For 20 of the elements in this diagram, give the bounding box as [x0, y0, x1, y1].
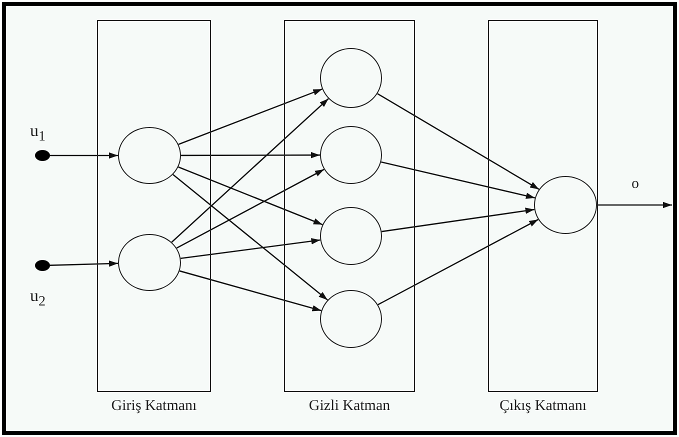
- arrow: [380, 161, 536, 199]
- layer-label: Giriş Katmanı: [111, 399, 197, 414]
- arrow: [378, 218, 539, 306]
- arrow: [597, 202, 672, 208]
- arrow: [176, 168, 324, 249]
- arrow: [178, 166, 323, 226]
- arrow: [377, 93, 540, 190]
- input-label: u$_{1}$: [30, 122, 46, 144]
- arrow: [180, 238, 320, 260]
- arrow: [171, 98, 329, 243]
- layer-label: Gizli Katman: [308, 399, 390, 414]
- arrow: [382, 208, 534, 232]
- layer-label: Çıkış Katmanı: [499, 399, 587, 414]
- arrow: [50, 260, 118, 267]
- arrow: [179, 270, 322, 312]
- arrow: [181, 152, 320, 158]
- arrow: [50, 152, 118, 159]
- arrow: [178, 88, 322, 145]
- input-label: u$_{2}$: [30, 287, 46, 309]
- arrow: [172, 174, 328, 300]
